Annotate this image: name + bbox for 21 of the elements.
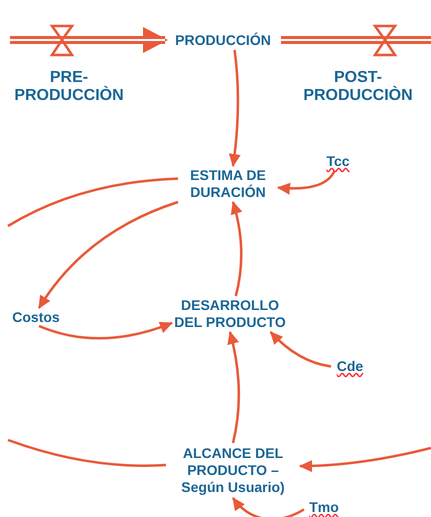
flow-pipe: [281, 36, 431, 44]
constant-label: Tmo: [309, 498, 339, 517]
arrow: [38, 322, 173, 340]
variable-label: DESARROLLO DEL PRODUCTO: [173, 297, 287, 331]
flow-label: PRE- PRODUCCIÒN: [13, 69, 125, 105]
constant-label: Cde: [336, 357, 364, 376]
arrow: [228, 50, 241, 167]
arrow: [232, 497, 305, 517]
variable-label: ESTIMA DE DURACIÓN: [189, 167, 267, 201]
arrow: [227, 331, 240, 444]
variable-label: ALCANCE DEL PRODUCTO – Según Usuario): [180, 445, 286, 496]
variable-label: Costos: [12, 308, 60, 326]
arrow: [299, 446, 431, 472]
arrow: [270, 331, 332, 368]
arrow: [38, 200, 178, 309]
flow-label: POST- PRODUCCIÒN: [302, 69, 414, 105]
arrow: [277, 170, 336, 194]
constant-label: Tcc: [326, 152, 350, 171]
stock-label: PRODUCCIÓN: [175, 30, 271, 50]
arrow: [230, 201, 242, 296]
flow-pipe: [10, 27, 168, 53]
